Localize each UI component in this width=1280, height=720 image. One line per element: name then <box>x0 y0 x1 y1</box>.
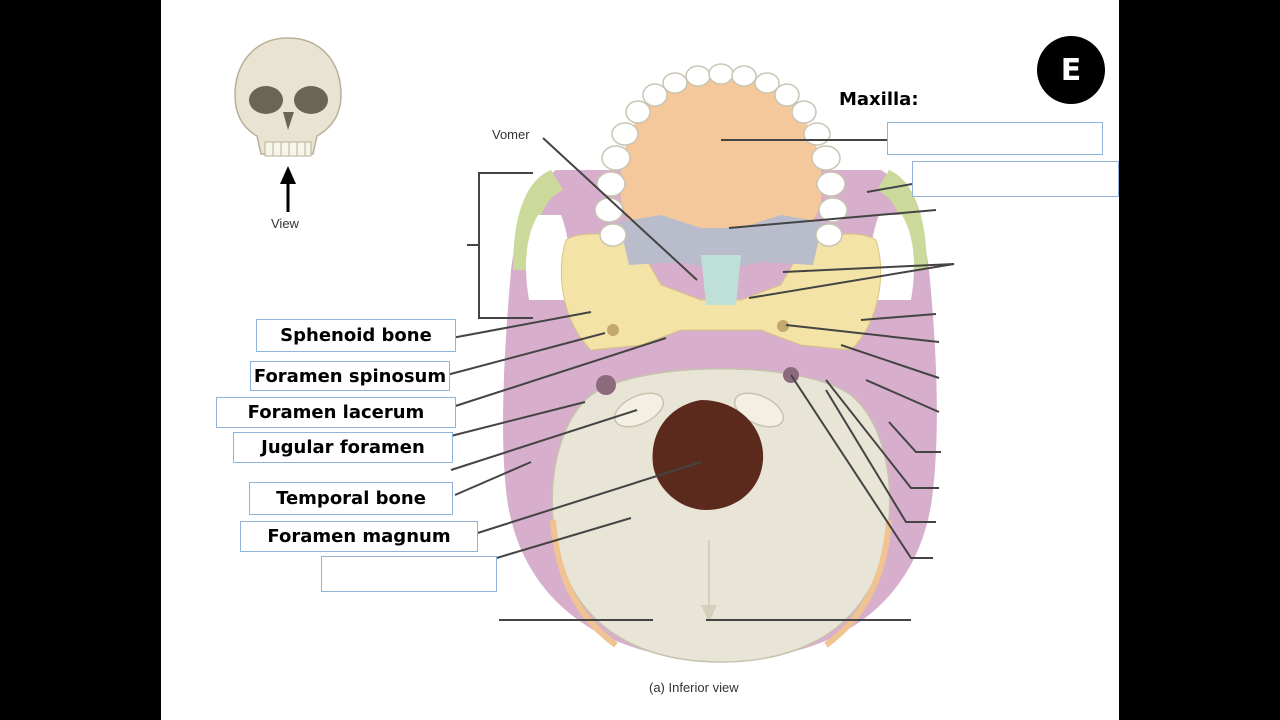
maxilla-answer-box-2[interactable] <box>912 161 1119 197</box>
label-jugular-foramen[interactable]: Jugular foramen <box>233 432 453 463</box>
skull-base-illustration <box>503 63 937 663</box>
left-bracket <box>467 172 533 319</box>
skull-diagram <box>234 37 955 663</box>
vomer-label: Vomer <box>492 127 530 142</box>
label-foramen-spinosum[interactable]: Foramen spinosum <box>250 361 450 391</box>
logo-icon: E <box>1037 36 1105 104</box>
label-temporal-bone[interactable]: Temporal bone <box>249 482 453 515</box>
figure-caption: (a) Inferior view <box>649 680 739 695</box>
view-arrow-icon <box>280 166 296 212</box>
label-foramen-lacerum[interactable]: Foramen lacerum <box>216 397 456 428</box>
label-foramen-magnum[interactable]: Foramen magnum <box>240 521 478 552</box>
logo-text: E <box>1060 52 1082 88</box>
foramen-magnum-shape <box>652 400 764 510</box>
label-blank-answer[interactable] <box>321 556 497 592</box>
view-caption: View <box>271 216 299 231</box>
slide: E Maxilla: View Vomer Sphenoid bone Fora… <box>161 0 1119 720</box>
maxilla-answer-box-1[interactable] <box>887 122 1103 155</box>
label-sphenoid-bone[interactable]: Sphenoid bone <box>256 319 456 352</box>
maxilla-heading: Maxilla: <box>839 89 919 110</box>
thumbnail-skull-icon <box>234 37 342 157</box>
